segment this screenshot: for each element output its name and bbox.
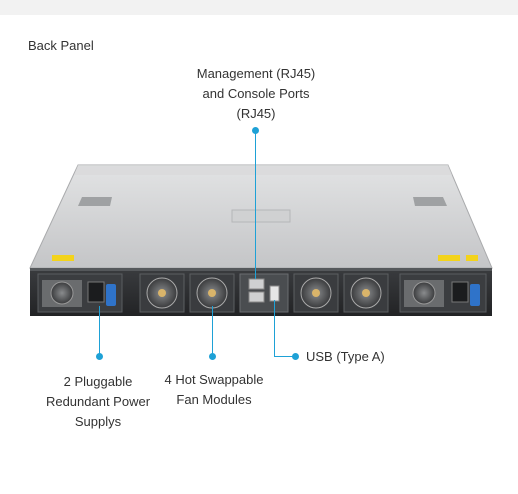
management-ports-label: Management (RJ45) and Console Ports (RJ4… bbox=[176, 64, 336, 124]
usb-label: USB (Type A) bbox=[306, 347, 385, 367]
psu-right-latch bbox=[470, 284, 480, 306]
top-plate bbox=[231, 209, 291, 223]
warning-label-right bbox=[438, 255, 460, 261]
fans-callout-dot bbox=[209, 353, 216, 360]
usb-port bbox=[269, 285, 280, 302]
top-strip bbox=[0, 0, 518, 15]
left-recess bbox=[78, 197, 112, 206]
usb-callout-line-vertical bbox=[274, 300, 275, 357]
psu-left-socket bbox=[87, 281, 105, 303]
psu-left-latch bbox=[106, 284, 116, 306]
warning-label-right-2 bbox=[466, 255, 478, 261]
usb-callout-dot bbox=[292, 353, 299, 360]
usb-callout-line-horizontal bbox=[274, 356, 296, 357]
management-label-line-3: (RJ45) bbox=[236, 106, 276, 121]
right-recess bbox=[413, 197, 447, 206]
management-callout-dot bbox=[252, 127, 259, 134]
management-label-line-1: Management (RJ45) bbox=[196, 66, 316, 81]
psu-right-fan bbox=[412, 281, 436, 305]
power-callout-line bbox=[99, 306, 100, 356]
fan-modules-label: 4 Hot Swappable Fan Modules bbox=[152, 370, 276, 410]
power-label-line-3: Supplys bbox=[74, 414, 122, 429]
fans-label-line-1: 4 Hot Swappable bbox=[164, 372, 264, 387]
fans-label-line-2: Fan Modules bbox=[176, 392, 252, 407]
power-callout-dot bbox=[96, 353, 103, 360]
section-title: Back Panel bbox=[28, 38, 94, 53]
power-supplies-label: 2 Pluggable Redundant Power Supplys bbox=[36, 372, 160, 432]
psu-right-socket bbox=[451, 281, 469, 303]
warning-label-left bbox=[52, 255, 74, 261]
usb-label-line-1: USB (Type A) bbox=[306, 349, 385, 364]
chassis-rear-edge bbox=[30, 268, 492, 271]
management-label-line-2: and Console Ports bbox=[202, 86, 310, 101]
chassis-top-shade bbox=[74, 165, 452, 175]
psu-left-fan bbox=[50, 281, 74, 305]
power-label-line-1: 2 Pluggable bbox=[63, 374, 133, 389]
fans-callout-line bbox=[212, 306, 213, 356]
power-label-line-2: Redundant Power bbox=[45, 394, 151, 409]
rj45-port-top bbox=[248, 278, 265, 290]
rj45-port-bottom bbox=[248, 291, 265, 303]
management-callout-line bbox=[255, 131, 256, 279]
